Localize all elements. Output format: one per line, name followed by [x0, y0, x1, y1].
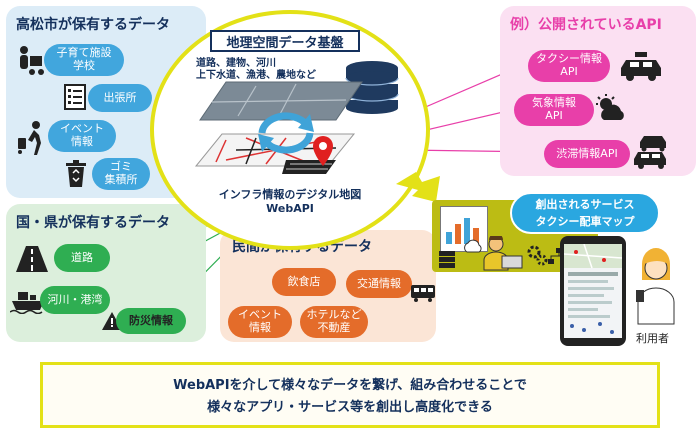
sync-arrows-icon [258, 112, 314, 154]
service-title: 創出されるサービス [535, 198, 635, 211]
road-icon [16, 246, 48, 276]
service-laptop-screen [440, 206, 488, 252]
server-icon [438, 250, 456, 274]
user-label: 利用者 [636, 332, 669, 345]
pref-panel-title: 国・県が保有するデータ [16, 215, 170, 231]
private-item-hotels-realestate: ホテルなど 不動産 [300, 306, 368, 338]
private-item-events: イベント 情報 [228, 306, 292, 338]
recycle-bin-icon [64, 160, 88, 192]
user-person-icon [630, 246, 682, 330]
summary-box [40, 362, 660, 428]
traffic-jam-icon [634, 134, 670, 174]
api-panel-title: 例）公開されているAPI [510, 17, 662, 33]
city-panel-title: 高松市が保有するデータ [16, 17, 170, 33]
summary-line-2: 様々なアプリ・サービス等を創出し高度化できる [207, 400, 493, 415]
city-item-events: イベント 情報 [48, 120, 116, 152]
weather-icon [594, 94, 630, 128]
gears-icon [526, 244, 548, 270]
api-item-taxi: タクシー情報 API [528, 50, 610, 82]
pref-item-rivers-ports: 河川・港湾 [40, 286, 110, 314]
pref-item-roads: 道路 [54, 244, 110, 272]
city-item-branch-office: 出張所 [88, 84, 152, 112]
city-item-childcare: 子育て施設 学校 [44, 44, 124, 76]
document-icon [64, 84, 86, 114]
database-stack-icon [344, 60, 400, 118]
city-item-garbage-site: ゴミ 集積所 [92, 158, 150, 190]
service-subtitle: タクシー配車マップ [535, 215, 635, 228]
private-item-traffic: 交通情報 [346, 270, 412, 298]
private-item-restaurants: 飲食店 [272, 268, 336, 296]
platform-caption-map: インフラ情報のデジタル地図 [218, 188, 362, 201]
summary-line-1: WebAPIを介して様々なデータを繋げ、組み合わせることで [173, 378, 527, 393]
flow-arrow [396, 172, 440, 202]
map-pin-icon [313, 136, 333, 166]
ship-icon [9, 288, 46, 318]
api-item-traffic-jam: 渋滞情報API [544, 140, 630, 168]
developer-person-icon [478, 233, 524, 276]
taxi-icon [618, 52, 664, 86]
bar-chart-icon [446, 218, 479, 244]
smartphone-screen [564, 244, 622, 338]
train-icon [410, 284, 436, 306]
platform-caption-webapi: WebAPI [266, 202, 314, 215]
platform-layer-description: 道路、建物、河川 上下水道、漁港、農地など [196, 58, 316, 81]
traveler-icon [14, 120, 48, 160]
service-bubble [510, 192, 660, 234]
pref-item-disaster-info: 防災情報 [116, 308, 186, 334]
stroller-icon [16, 44, 46, 82]
cloud-icon [462, 238, 484, 257]
platform-title: 地理空間データ基盤 [210, 30, 360, 52]
api-item-weather: 気象情報 API [514, 94, 594, 126]
